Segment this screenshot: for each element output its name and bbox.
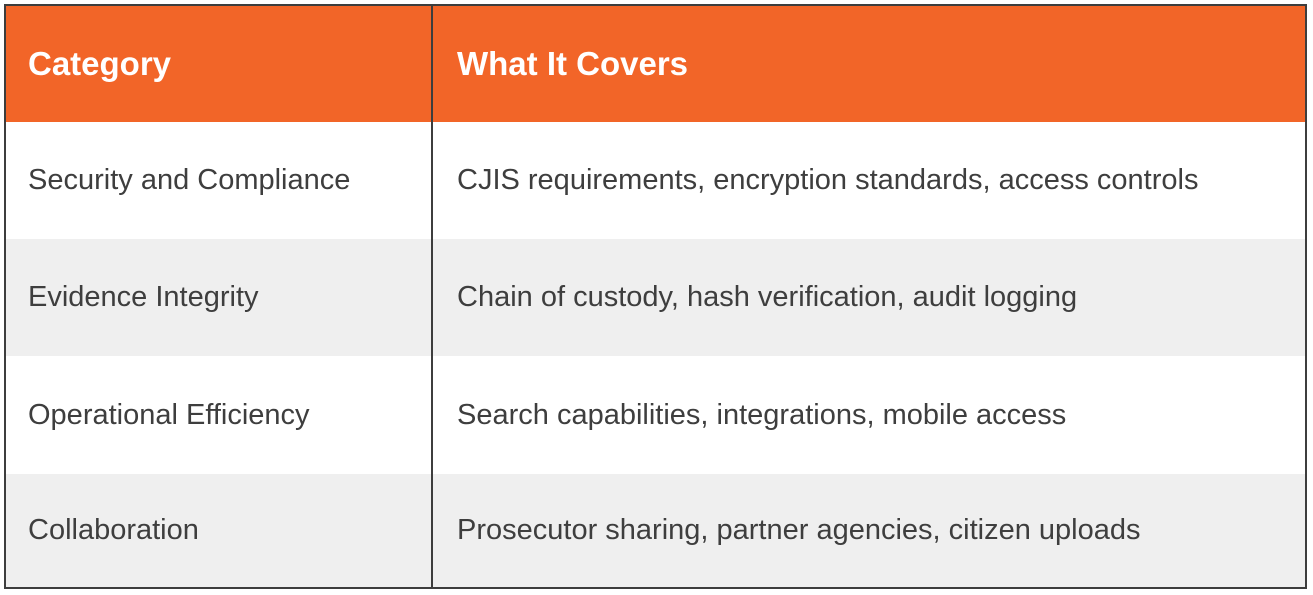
row-4-covers: Prosecutor sharing, partner agencies, ci… (433, 474, 1305, 587)
header-category: Category (6, 6, 433, 122)
row-2-covers: Chain of custody, hash verification, aud… (433, 239, 1305, 356)
row-2-category: Evidence Integrity (6, 239, 433, 356)
row-3-category: Operational Efficiency (6, 356, 433, 474)
header-what-it-covers: What It Covers (433, 6, 1305, 122)
comparison-table: Category What It Covers Security and Com… (4, 4, 1307, 589)
row-4-category: Collaboration (6, 474, 433, 587)
row-1-covers: CJIS requirements, encryption standards,… (433, 122, 1305, 239)
row-3-covers: Search capabilities, integrations, mobil… (433, 356, 1305, 474)
row-1-category: Security and Compliance (6, 122, 433, 239)
